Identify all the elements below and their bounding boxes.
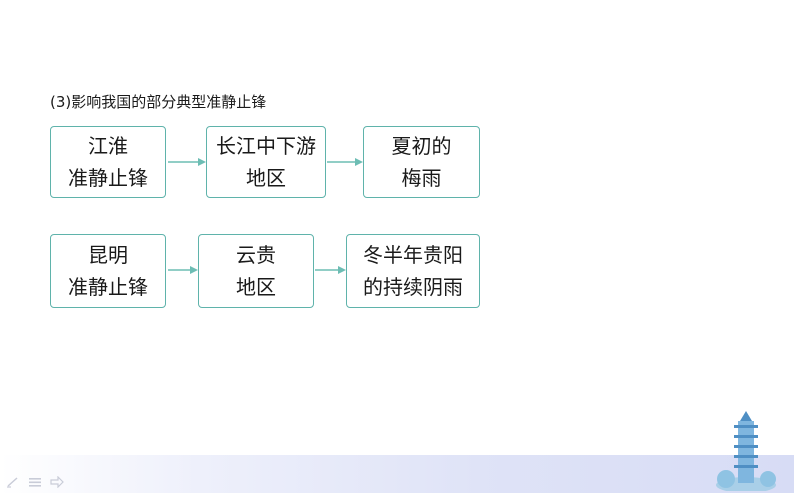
pen-icon[interactable] [6, 473, 20, 488]
arrow-right-icon [315, 264, 346, 276]
box-label-line1: 长江中下游 [216, 134, 316, 158]
box-label-line2: 地区 [246, 166, 286, 190]
pointer-icon[interactable] [50, 473, 64, 489]
box-label-line1: 夏初的 [391, 134, 452, 158]
footer-bar [0, 411, 794, 493]
pagoda-illustration [716, 411, 776, 491]
arrow-right-icon [327, 156, 363, 168]
box-jianghuai-front: 江淮 准静止锋 [50, 126, 166, 198]
box-yungui-region: 云贵 地区 [198, 234, 314, 308]
box-guiyang-rain: 冬半年贵阳 的持续阴雨 [346, 234, 480, 308]
box-yangtze-region: 长江中下游 地区 [206, 126, 326, 198]
box-label-line2: 准静止锋 [68, 275, 148, 299]
box-label-line1: 冬半年贵阳 [363, 243, 463, 267]
box-label-line1: 江淮 [88, 134, 128, 158]
box-label-line1: 昆明 [88, 243, 128, 267]
heading: (3)影响我国的部分典型准静止锋 [50, 93, 267, 111]
menu-icon[interactable] [28, 473, 42, 487]
box-kunming-front: 昆明 准静止锋 [50, 234, 166, 308]
box-plum-rain: 夏初的 梅雨 [363, 126, 480, 198]
footer-toolbar [6, 473, 64, 489]
arrow-right-icon [168, 264, 198, 276]
box-label-line2: 梅雨 [401, 166, 442, 190]
box-label-line2: 地区 [236, 275, 276, 299]
arrow-right-icon [168, 156, 206, 168]
box-label-line2: 的持续阴雨 [363, 275, 463, 299]
box-label-line2: 准静止锋 [68, 166, 148, 190]
box-label-line1: 云贵 [236, 243, 276, 267]
